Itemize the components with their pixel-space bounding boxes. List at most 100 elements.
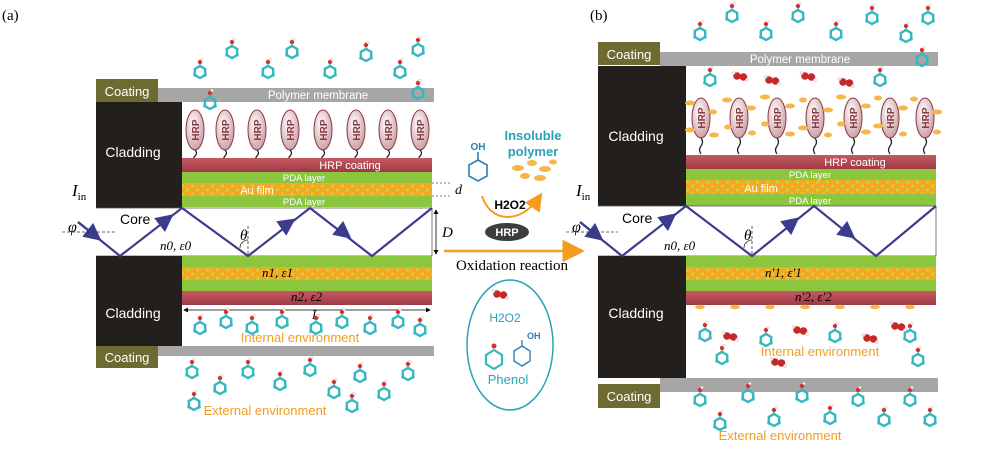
- pda-bottom1-b: [686, 256, 936, 267]
- hrp-coating-b: [686, 155, 936, 169]
- hrp-pod-label: HRP: [319, 119, 330, 140]
- n2-eps2-b: n′2, ε′2: [795, 289, 832, 304]
- phenol-molecule-3d: [484, 343, 504, 371]
- polymer-flakes-bottom-b: [695, 304, 915, 310]
- pda-layer-top-b-label: PDA layer: [789, 170, 831, 181]
- cladding-bottom-b: [598, 256, 686, 378]
- hrp-coating-b-label: HRP coating: [824, 157, 886, 169]
- pda-bottom2-a: [182, 280, 432, 291]
- panel-a-label: (a): [2, 8, 19, 24]
- hrp-coating-a-label: HRP coating: [319, 160, 381, 172]
- cladding-bottom-a-label: Cladding: [105, 305, 160, 321]
- coating-top-b-label: Coating: [607, 47, 652, 62]
- phenol-icon-bottom: [513, 340, 531, 367]
- light-ray-a: [77, 206, 433, 258]
- cladding-top-a-label: Cladding: [105, 144, 160, 160]
- coating-top-a: [96, 79, 158, 102]
- au-film-a: [182, 183, 432, 196]
- molecules-b: [692, 0, 938, 432]
- membrane-bottom-a: [158, 346, 434, 356]
- coating-bottom-a-label: Coating: [105, 350, 150, 365]
- hrp-pod-label: HRP: [286, 119, 297, 140]
- theta-a: θ: [240, 228, 248, 244]
- h2o2-bottom-label: H2O2: [489, 311, 521, 325]
- au-film-b: [686, 180, 936, 194]
- phenol-icon-top: [468, 152, 488, 182]
- n1-eps1-a: n1, ε1: [262, 265, 293, 280]
- oxidation-label: Oxidation reaction: [456, 258, 569, 274]
- polymer-membrane-a-label: Polymer membrane: [268, 90, 368, 102]
- cladding-top-b: [598, 66, 686, 206]
- membrane-bottom-b: [660, 378, 938, 392]
- theta-b: θ: [744, 228, 752, 244]
- n1-eps1-b: n′1, ε′1: [765, 265, 802, 280]
- pda-layer-top-a-label: PDA layer: [283, 173, 325, 184]
- pda-layer-top-a: [182, 172, 432, 183]
- h2o2-label: H2O2: [494, 198, 526, 212]
- external-env-a: External environment: [204, 403, 327, 418]
- panel-b: (b) Coating Polymer membrane Cladding HR…: [566, 0, 942, 443]
- oh-top-label: OH: [471, 142, 486, 153]
- phenol-label: Phenol: [488, 372, 529, 387]
- n0-eps0-b: n0, ε0: [664, 238, 696, 253]
- pda-layer-top-b: [686, 169, 936, 180]
- external-env-b: External environment: [719, 428, 842, 443]
- polymer-flakes: [512, 159, 557, 181]
- hrp-pod-label: HRP: [811, 107, 822, 128]
- au-film-a-label: Au film: [240, 185, 274, 197]
- hrp-pod-label: HRP: [697, 107, 708, 128]
- oh-bottom-label: OH: [527, 331, 541, 341]
- panel-a: (a) Coating Polymer membrane Cladding HR…: [2, 8, 463, 418]
- cladding-bottom-b-label: Cladding: [608, 305, 663, 321]
- hrp-pod-label: HRP: [735, 107, 746, 128]
- hrp-pod-label: HRP: [886, 107, 897, 128]
- coating-bottom-a: [96, 346, 158, 368]
- pda-layer-bottom-a: [182, 196, 432, 207]
- hrp-pod-label: HRP: [221, 119, 232, 140]
- hrp-pod-label: HRP: [849, 107, 860, 128]
- hrp-pod-label: HRP: [191, 119, 202, 140]
- light-ray-b: [579, 204, 937, 258]
- reaction-curve-arrow: [481, 192, 543, 218]
- hrp-pod-label: HRP: [921, 107, 932, 128]
- hrp-pod-label: HRP: [352, 119, 363, 140]
- coating-bottom-b-label: Coating: [607, 389, 652, 404]
- pda-bottom1-a: [182, 256, 432, 267]
- hrp-badge: [485, 223, 529, 241]
- pda-layer-bottom-b-label: PDA layer: [789, 196, 831, 207]
- pda-layer-bottom-b: [686, 194, 936, 206]
- au-film-b-label: Au film: [744, 183, 778, 195]
- internal-env-b: Internal environment: [761, 344, 880, 359]
- input-symbol-a: Iin: [71, 181, 87, 203]
- insoluble-polymer-line1: Insoluble: [504, 128, 561, 143]
- hrp-pod-label: HRP: [773, 107, 784, 128]
- cladding-top-b-label: Cladding: [608, 128, 663, 144]
- hrp-coating-a: [182, 158, 432, 172]
- L-label-a: L: [311, 307, 319, 322]
- core-b-label: Core: [622, 210, 653, 226]
- polymer-membrane-b-label: Polymer membrane: [750, 54, 850, 66]
- polymer-membrane-b: [660, 52, 938, 66]
- hrp-pods-b: HRP HRP HRP HRP HRP HRP HRP: [685, 94, 942, 155]
- au-bottom-b: [686, 267, 936, 280]
- reactants-ellipse: [466, 279, 554, 411]
- coating-top-a-label: Coating: [105, 84, 150, 99]
- core-a-label: Core: [120, 211, 151, 227]
- hrp-badge-label: HRP: [495, 227, 518, 239]
- internal-env-a: Internal environment: [241, 330, 360, 345]
- cladding-bottom-a: [96, 256, 182, 346]
- pda-layer-bottom-a-label: PDA layer: [283, 197, 325, 208]
- D-label-a: D: [441, 225, 453, 241]
- n2-eps2-a: n2, ε2: [291, 289, 323, 304]
- phi-a: φ: [68, 219, 77, 236]
- panel-b-label: (b): [590, 8, 608, 24]
- polymer-membrane-a: [158, 88, 434, 102]
- phi-b: φ: [572, 219, 581, 236]
- d-label-a: d: [455, 183, 463, 198]
- input-symbol-b: Iin: [575, 181, 591, 203]
- coating-bottom-b: [598, 384, 660, 408]
- reaction-scheme: OH Insoluble polymer H2O2 HRP Oxidation …: [444, 128, 585, 411]
- insoluble-polymer-line2: polymer: [508, 144, 559, 159]
- coating-top-b: [598, 42, 660, 65]
